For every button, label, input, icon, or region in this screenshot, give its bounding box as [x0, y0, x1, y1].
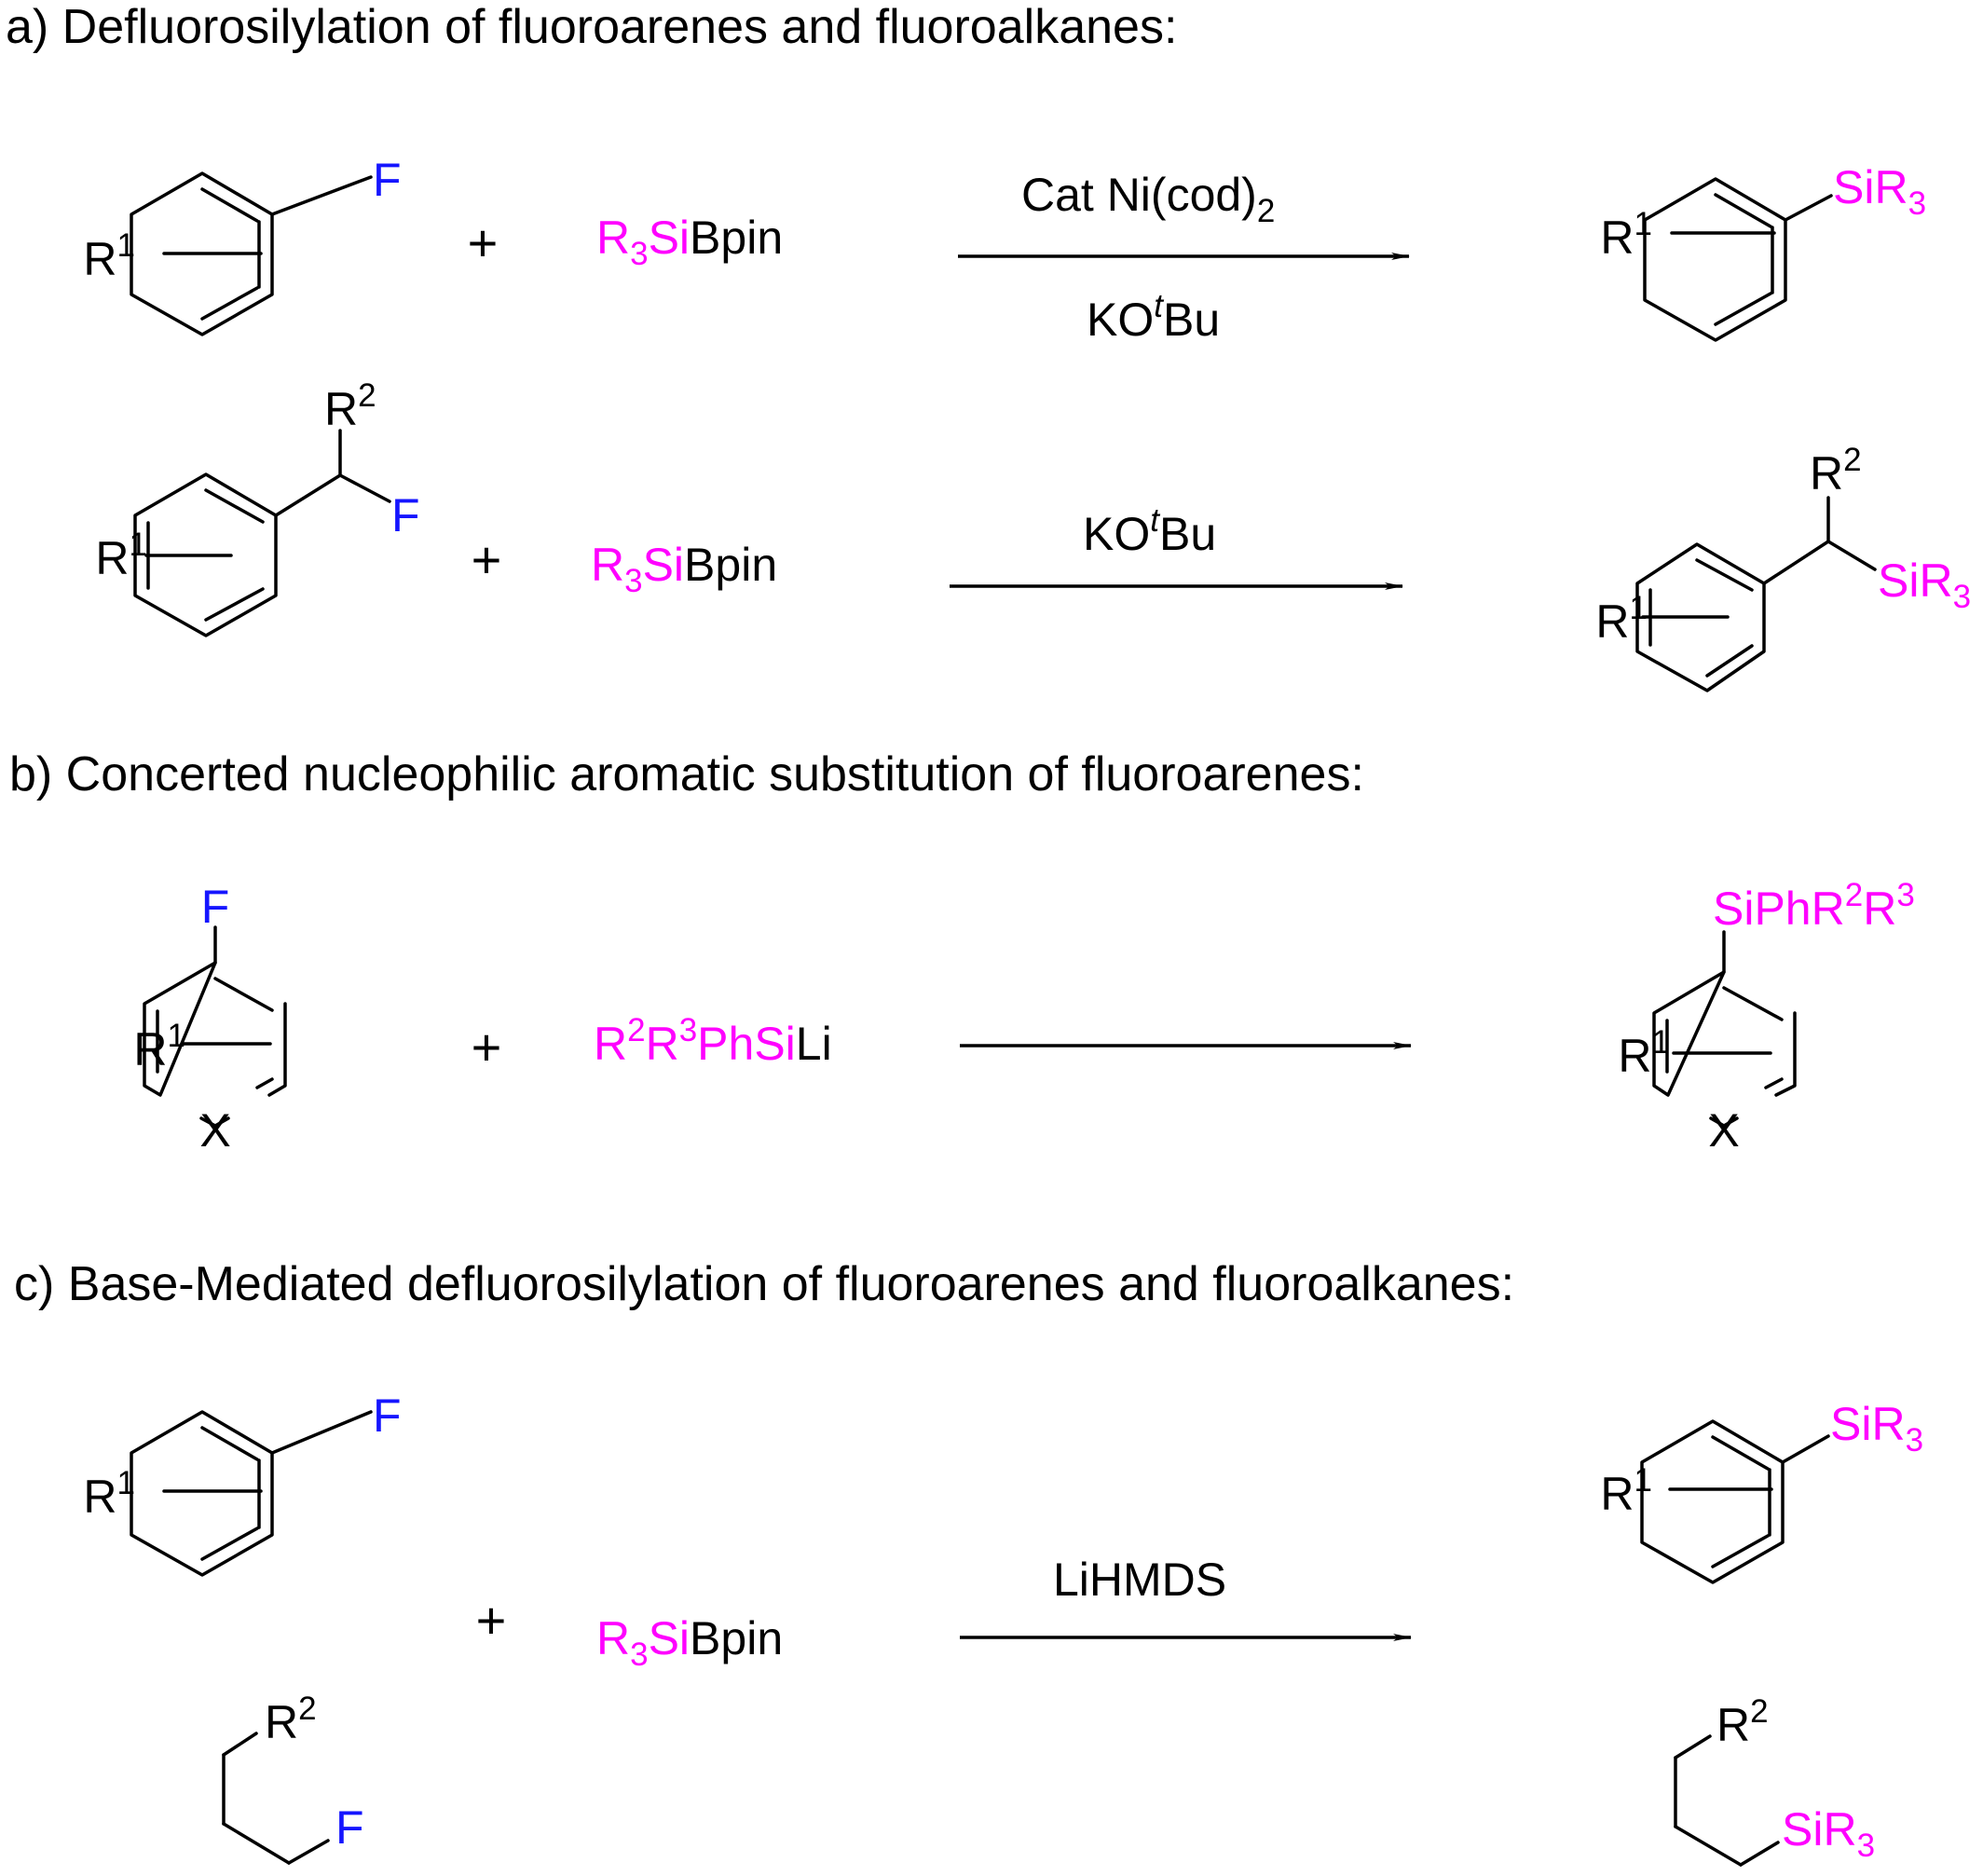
a2-product-benzylsilane: R2 SiR3 R1 [1595, 442, 1971, 692]
heteroatom-label: X [1708, 1104, 1739, 1157]
base-label: KOtBu [1083, 502, 1216, 560]
base-label: LiHMDS [1053, 1554, 1226, 1606]
c-reactant-fluoroalkane: R2 F [222, 1691, 364, 1865]
section-c-heading: c) Base-Mediated defluorosilylation of f… [14, 1257, 1514, 1311]
r1-label: R1 [95, 527, 147, 584]
fluorine-label: F [373, 1390, 402, 1442]
silylboronate-reagent: R3SiBpin [591, 539, 777, 599]
b-product-silyl-heteroarene: SiPhR2R3 X R1 [1618, 877, 1914, 1157]
r1-label: R1 [1600, 206, 1652, 264]
r1-label: R1 [83, 227, 135, 285]
silylboronate-reagent: R3SiBpin [596, 1612, 783, 1673]
section-a-heading: a) Defluorosilylation of fluoroarenes an… [6, 0, 1177, 54]
heteroatom-label: X [199, 1104, 230, 1157]
silyl-group-label: SiR3 [1833, 161, 1926, 222]
c-product-arylsilane: SiR3 R1 [1600, 1398, 1923, 1584]
r1-label: R1 [83, 1465, 135, 1523]
r2-label: R2 [324, 377, 376, 435]
c-reactant-fluoroarene: F R1 [83, 1390, 402, 1577]
r1-label: R1 [1618, 1024, 1670, 1082]
section-b-heading: b) Concerted nucleophilic aromatic subst… [9, 747, 1364, 801]
fluorine-label: F [373, 154, 402, 206]
base-label: KOtBu [1087, 288, 1220, 346]
catalyst-label: Cat Ni(cod)2 [1021, 169, 1275, 229]
a2-reactant-benzylic-fluoride: R2 F R1 [95, 377, 420, 637]
a1-product-arylsilane: SiR3 R1 [1600, 161, 1926, 342]
b-reactant-fluoroheteroarene: F X R1 [133, 881, 287, 1157]
fluorine-label: F [391, 489, 420, 541]
fluorine-label: F [201, 881, 230, 933]
r2-label: R2 [1716, 1693, 1769, 1751]
silyl-group-label: SiR3 [1878, 555, 1971, 615]
plus-sign: + [468, 213, 499, 272]
r2-label: R2 [265, 1691, 317, 1748]
silylboronate-reagent: R3SiBpin [596, 212, 783, 272]
r1-label: R1 [1600, 1462, 1652, 1520]
silyl-group-label: SiR3 [1782, 1803, 1875, 1864]
c-product-alkylsilane: R2 SiR3 [1674, 1693, 1875, 1867]
silyllithium-reagent: R2R3PhSiLi [594, 1012, 832, 1070]
plus-sign: + [472, 1018, 502, 1076]
r2-label: R2 [1810, 442, 1862, 500]
fluorine-label: F [335, 1801, 364, 1854]
r1-label: R1 [133, 1018, 185, 1075]
plus-sign: + [472, 530, 502, 589]
r1-label: R1 [1595, 590, 1648, 648]
a1-reactant-fluoroarene: F R1 [83, 154, 402, 336]
silyl-group-label: SiR3 [1830, 1398, 1923, 1458]
silyl-group-label: SiPhR2R3 [1713, 877, 1915, 935]
plus-sign: + [476, 1591, 507, 1650]
